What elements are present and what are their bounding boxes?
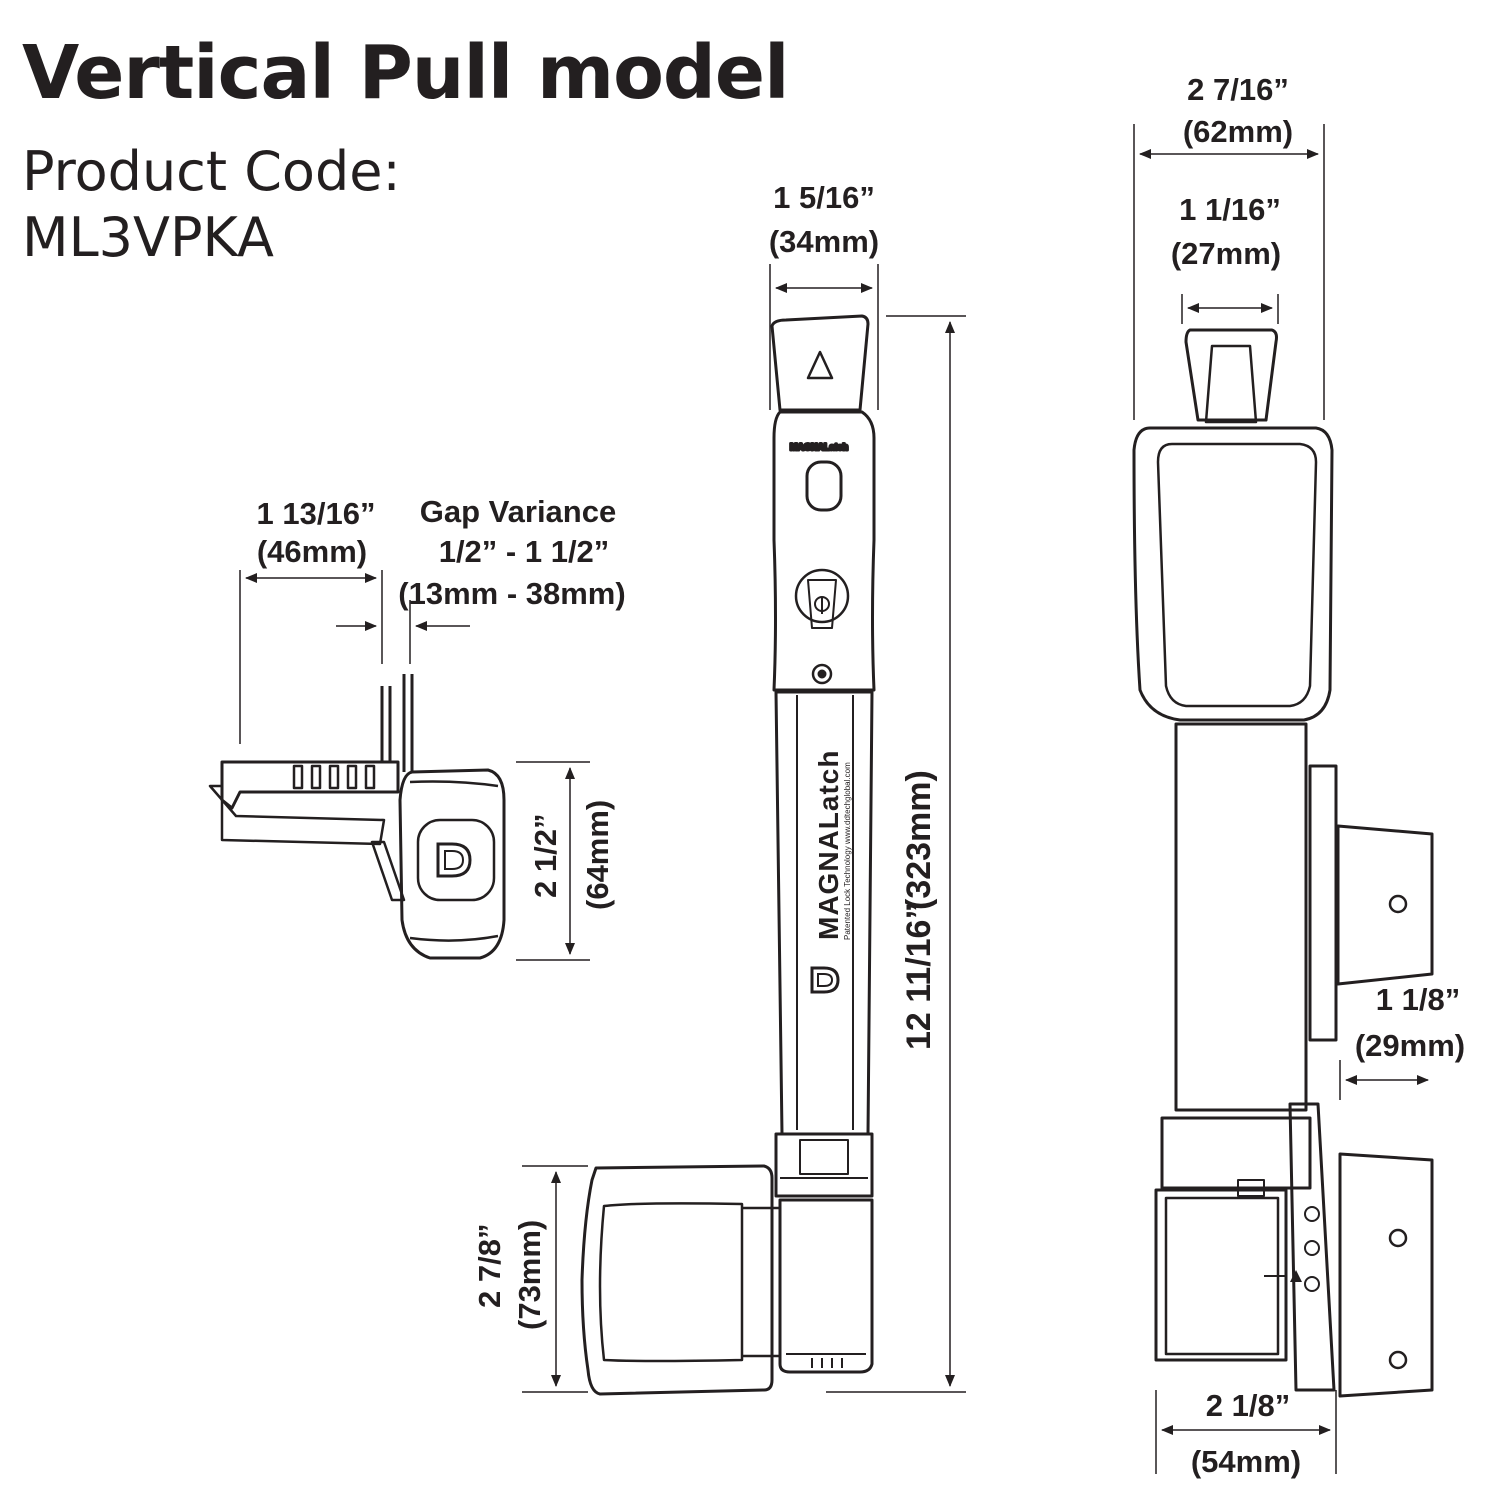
gap-title: Gap Variance: [420, 494, 616, 529]
bracket-width-mm: (29mm): [1355, 1028, 1465, 1063]
latch-lower-module: [778, 1198, 874, 1374]
key-cylinder: [794, 568, 850, 624]
product-code-label: Product Code:: [22, 140, 401, 203]
top-latch-housing: [398, 768, 506, 960]
bracket-width-in: 1 1/8”: [1376, 982, 1460, 1017]
page-title: Vertical Pull model: [22, 30, 789, 116]
lock-icon: [807, 579, 837, 629]
shaft-branding: MAGNALatch Patented Lock Technology www.…: [813, 750, 852, 940]
top-dim-lines: [239, 570, 590, 961]
mount-plate: [220, 760, 400, 810]
side-outer-width-mm: (62mm): [1183, 114, 1293, 149]
left-height-mm: (64mm): [580, 800, 615, 910]
side-head: [1132, 426, 1334, 722]
d-logo-icon: [810, 966, 840, 994]
bottom-width-mm: (54mm): [1191, 1444, 1301, 1479]
shaft-tagline: Patented Lock Technology www.ddtechgloba…: [843, 762, 852, 940]
product-code: ML3VPKA: [22, 206, 274, 269]
side-outer-width-in: 2 7/16”: [1187, 72, 1289, 107]
side-lower-assembly: [1160, 1116, 1312, 1190]
top-view-latch: [208, 674, 506, 960]
left-width-in: 1 13/16”: [257, 496, 376, 531]
top-width-mm: (34mm): [769, 224, 879, 259]
side-bracket-upper: [1308, 764, 1338, 1042]
left-width-mm: (46mm): [257, 534, 367, 569]
side-knob-width-in: 1 1/16”: [1179, 192, 1281, 227]
base-height-in: 2 7/8”: [472, 1224, 507, 1308]
base-height-mm: (73mm): [512, 1220, 547, 1330]
height-mm: (323mm): [900, 770, 938, 910]
warning-triangle-icon: [806, 350, 834, 380]
front-view-latch: MAGNALatch: [580, 314, 876, 1396]
head-window: [805, 460, 843, 512]
front-dim-lines: [522, 264, 966, 1393]
side-view-latch: [1132, 328, 1434, 1398]
height-in: 12 11/16”: [900, 903, 938, 1050]
latch-collar: [774, 1132, 874, 1198]
screw-hole: [811, 663, 833, 685]
left-height-in: 2 1/2”: [528, 814, 563, 898]
shaft-logo: MAGNALatch: [813, 750, 844, 940]
mount-ribs: [292, 764, 376, 790]
latch-head: [772, 410, 876, 692]
top-width-in: 1 5/16”: [773, 180, 875, 215]
side-knob: [1184, 328, 1278, 422]
side-knob-width-mm: (27mm): [1171, 236, 1281, 271]
side-shaft: [1174, 722, 1308, 1112]
d-logo-icon: [436, 842, 472, 878]
gap-range-in: 1/2” - 1 1/2”: [439, 534, 610, 569]
pull-knob: [770, 314, 870, 412]
magnet-housing: [580, 1164, 774, 1396]
bottom-width-in: 2 1/8”: [1206, 1388, 1290, 1423]
gap-range-mm: (13mm - 38mm): [398, 576, 625, 611]
head-logo: MAGNALatch: [790, 442, 848, 452]
side-dim-lines: [1133, 124, 1429, 1474]
side-triangle-icon: [1290, 1270, 1302, 1282]
